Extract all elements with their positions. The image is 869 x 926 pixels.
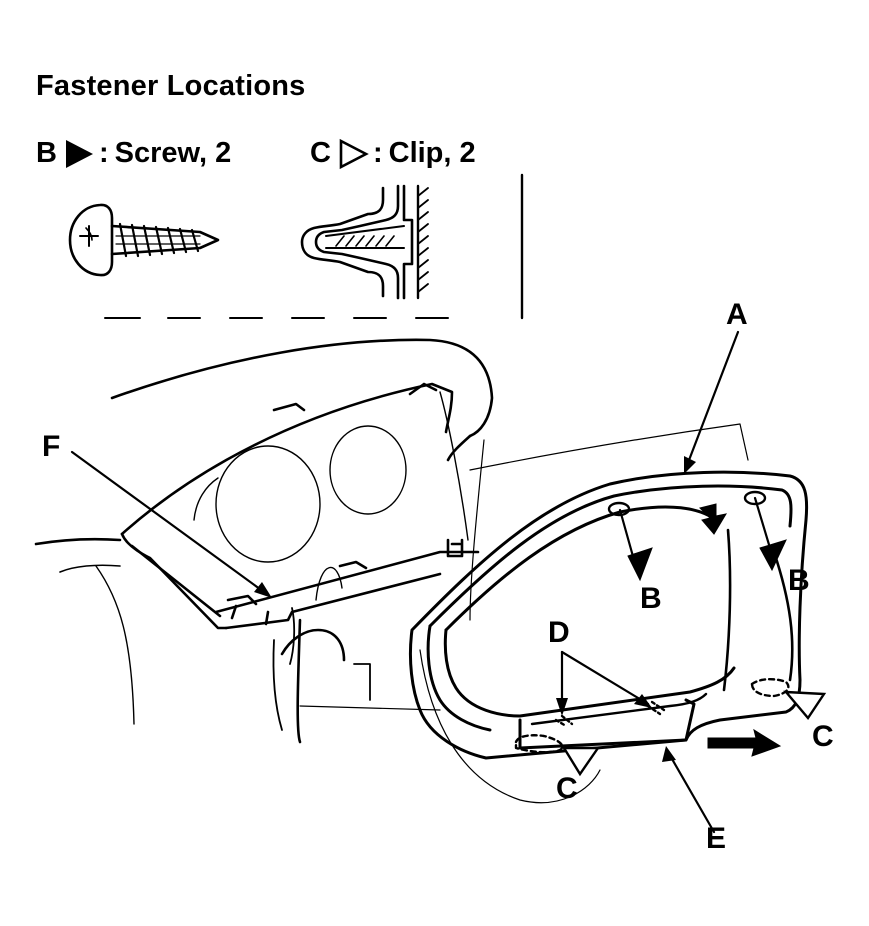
leader-b1 [618,508,636,562]
leader-a [684,330,740,470]
callout-d: D [548,616,570,649]
leader-lines [70,330,772,834]
diagram-title: Fastener Locations [36,70,306,102]
screw-marker-2 [759,539,787,572]
leader-arrowheads [254,456,696,762]
screw-illustration [68,203,220,277]
meter-visor-cover [408,470,809,760]
direction-arrow-down [699,503,728,535]
legend-clip-separator: : [372,137,383,169]
callout-f: F [42,430,61,463]
leader-d2 [560,650,650,706]
leader-f [70,450,266,594]
callout-c-left: C [556,772,578,805]
clip-marker-1 [561,746,601,777]
legend-screw-text: Screw, 2 [114,137,232,169]
filled-triangle-icon [65,139,93,168]
outline-triangle-icon [339,138,369,169]
dashboard-outline [34,338,749,804]
clip-illustration [300,184,429,300]
clip-locations-dashed [514,678,790,754]
callout-c-right: C [812,720,834,753]
legend-clip-text: Clip, 2 [388,137,476,169]
legend-screw: B : Screw, 2 [36,137,231,170]
legend-clip-key: C [310,137,331,169]
leader-b2 [753,496,772,550]
callout-b-left: B [640,582,662,615]
direction-arrow-right [707,728,782,757]
legend-clip: C : Clip, 2 [310,137,476,170]
screw-markers [627,503,787,757]
screw-marker-1 [627,547,653,582]
callout-b-right: B [788,564,810,597]
callout-e: E [706,822,727,855]
clip-marker-2 [783,690,827,720]
leader-e [666,750,716,834]
legend-screw-separator: : [98,137,109,169]
clip-markers [561,690,827,777]
callout-a: A [726,298,748,331]
legend-screw-key: B [36,137,57,169]
